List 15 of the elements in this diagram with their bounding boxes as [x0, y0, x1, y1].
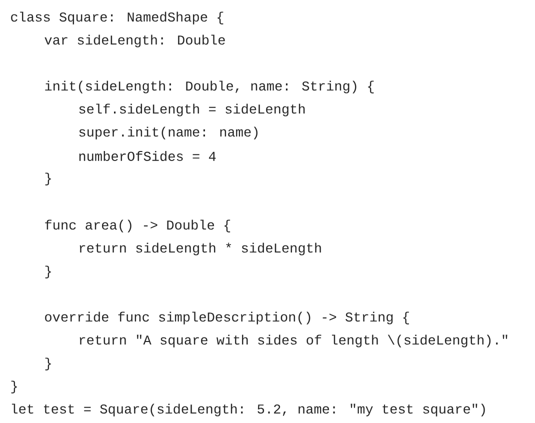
code-line: } [45, 266, 51, 278]
code-line: } [45, 172, 51, 186]
code-line: var sideLength: Double [44, 34, 225, 48]
code-line: } [11, 380, 17, 394]
code-line: super.init(name: name) [79, 126, 258, 140]
code-line: self.sideLength = sideLength [79, 104, 305, 116]
code-line: func area() -> Double { [45, 220, 230, 232]
code-line: return "A square with sides of length \(sideLength)." [80, 334, 508, 348]
code-line: return sideLength * sideLength [80, 242, 321, 256]
code-line: let test = Square(sideLength: 5.2, name: "my test square") [12, 404, 485, 416]
code-line: override func simpleDescription() -> String { [45, 312, 409, 324]
code-line: class Square: NamedShape { [11, 12, 224, 24]
code-line: numberOfSides = 4 [79, 151, 216, 161]
code-line: init(sideLength: Double, name: String) { [45, 80, 374, 94]
code-line: } [45, 358, 51, 370]
